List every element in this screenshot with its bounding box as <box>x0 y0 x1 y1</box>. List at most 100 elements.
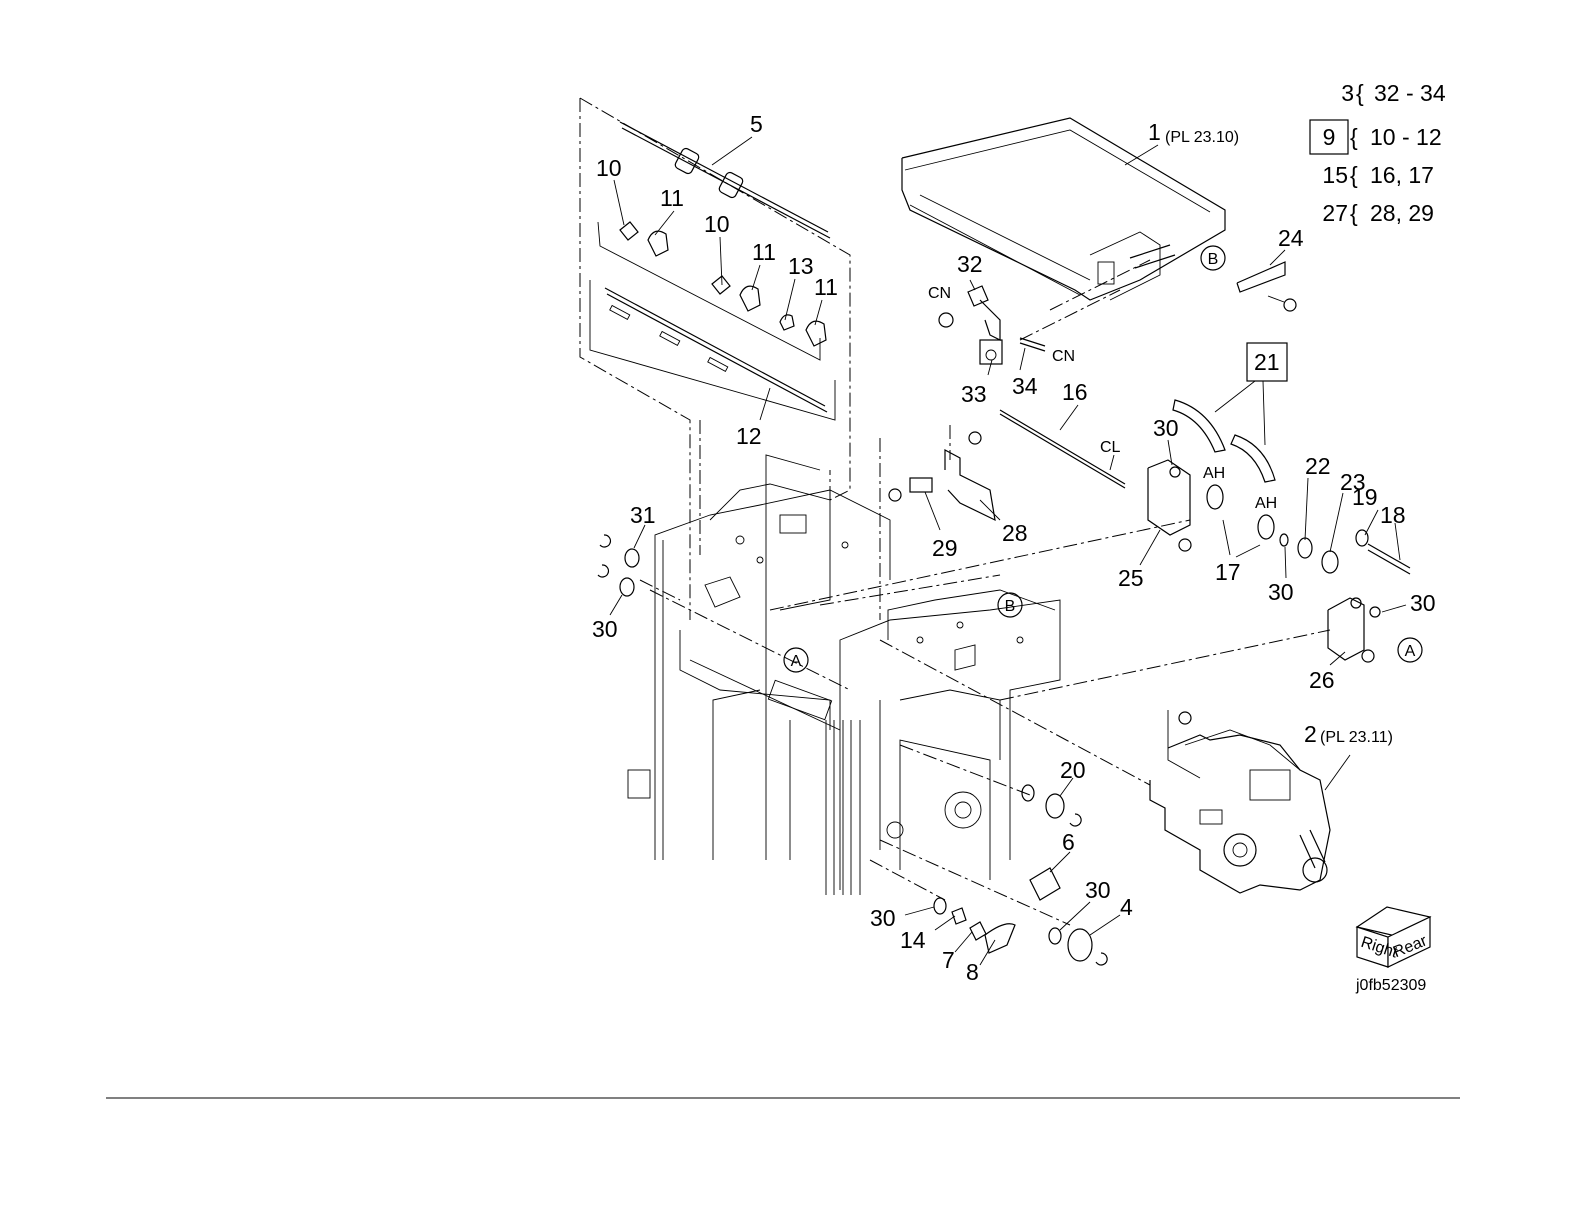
bearing-30 <box>620 578 634 596</box>
legend-parent-9: 9 <box>1323 124 1336 150</box>
bearing-31 <box>625 549 639 567</box>
callout-10b: 10 <box>704 211 730 237</box>
callout-12: 12 <box>736 423 762 449</box>
marker-cn-1: CN <box>928 285 951 302</box>
callout-34: 34 <box>1012 373 1038 399</box>
callout-25: 25 <box>1118 565 1144 591</box>
callout-30f: 30 <box>1085 877 1111 903</box>
clip <box>620 222 638 240</box>
bearing <box>740 286 760 311</box>
callout-2-ref: (PL 23.11) <box>1320 729 1393 746</box>
leader-lines <box>610 137 1406 965</box>
ref-letter-b1: B <box>1208 251 1219 268</box>
callout-29: 29 <box>932 535 958 561</box>
legend-parent-27: 27 <box>1322 200 1348 226</box>
gear-20 <box>1046 794 1064 818</box>
callout-32: 32 <box>957 251 983 277</box>
callout-5: 5 <box>750 111 763 137</box>
callout-30a: 30 <box>1153 415 1179 441</box>
callout-22: 22 <box>1305 453 1331 479</box>
legend-children-27: 28, 29 <box>1370 200 1434 226</box>
callout-14: 14 <box>900 927 926 953</box>
callout-20: 20 <box>1060 757 1086 783</box>
bracket-26 <box>1328 598 1380 662</box>
callout-23: 23 <box>1340 469 1366 495</box>
part-32-33-34 <box>939 286 1045 364</box>
left-small-parts <box>598 535 639 596</box>
callout-16: 16 <box>1062 379 1088 405</box>
bearing <box>806 321 826 346</box>
screw <box>1179 712 1191 724</box>
main-frame-middle <box>840 590 1060 890</box>
main-frame-left <box>628 455 890 895</box>
marker-ah-1: AH <box>1203 465 1225 482</box>
arm-32 <box>968 286 988 306</box>
legend-brace-15: { <box>1350 162 1358 188</box>
drive-gear <box>1224 834 1256 866</box>
legend-children-3: 32 - 34 <box>1374 80 1446 106</box>
callout-6: 6 <box>1062 829 1075 855</box>
figure-id: j0fb52309 <box>1355 977 1426 994</box>
callout-33: 33 <box>961 381 987 407</box>
screw <box>1179 539 1191 551</box>
callout-31: 31 <box>630 502 656 528</box>
callout-10a: 10 <box>596 155 622 181</box>
callout-2: 2 <box>1304 721 1317 747</box>
bottom-small-parts <box>934 785 1107 965</box>
legend-parent-3: 3 <box>1341 80 1354 106</box>
marker-cn-2: CN <box>1052 348 1075 365</box>
callout-17: 17 <box>1215 559 1241 585</box>
callout-26: 26 <box>1309 667 1335 693</box>
bracket-28-29 <box>889 432 995 520</box>
ref-letter-b2: B <box>1005 598 1016 615</box>
frame-guide-lines <box>580 98 1330 925</box>
screw <box>1362 650 1374 662</box>
callout-1: 1 <box>1148 119 1161 145</box>
legend-brace-27: { <box>1350 200 1358 226</box>
screw <box>969 432 981 444</box>
arc-gear <box>1173 400 1225 452</box>
screw <box>889 489 901 501</box>
callout-1-ref: (PL 23.10) <box>1165 129 1239 146</box>
legend-brace-9: { <box>1350 124 1358 150</box>
e-ring <box>600 535 610 547</box>
orientation-cube: Right Rear <box>1357 907 1430 967</box>
callout-7: 7 <box>942 947 955 973</box>
ref-letter-a1: A <box>791 653 802 670</box>
callout-21: 21 <box>1254 349 1280 375</box>
callout-30b: 30 <box>1268 579 1294 605</box>
arc-gear <box>1231 435 1275 482</box>
callout-11a: 11 <box>660 185 684 211</box>
legend-parent-15: 15 <box>1322 162 1348 188</box>
callout-4: 4 <box>1120 894 1133 920</box>
bracket-25 <box>1148 460 1191 551</box>
frame-gear <box>945 792 981 828</box>
callout-13: 13 <box>788 253 814 279</box>
legend: 3 { 32 - 34 9 { 10 - 12 15 { 16, 17 27 {… <box>1310 80 1446 226</box>
callout-8: 8 <box>966 959 979 985</box>
gear-4 <box>1068 929 1092 961</box>
roller <box>674 147 700 175</box>
sensor-29 <box>910 478 932 492</box>
screw <box>1284 299 1296 311</box>
clip <box>712 276 730 294</box>
marker-cl: CL <box>1100 439 1121 456</box>
legend-children-9: 10 - 12 <box>1370 124 1442 150</box>
ref-letter-a2: A <box>1405 643 1416 660</box>
nut <box>1370 607 1380 617</box>
callout-18: 18 <box>1380 502 1406 528</box>
part-14 <box>952 908 966 924</box>
callout-30d: 30 <box>592 616 618 642</box>
part-7 <box>970 922 986 940</box>
legend-children-15: 16, 17 <box>1370 162 1434 188</box>
e-ring <box>598 565 608 577</box>
screw <box>939 313 953 327</box>
legend-brace-3: { <box>1356 80 1364 106</box>
marker-ah-2: AH <box>1255 495 1277 512</box>
bracket-24 <box>1237 262 1296 311</box>
bearing <box>648 231 668 256</box>
callout-28: 28 <box>1002 520 1028 546</box>
callout-11c: 11 <box>814 274 838 300</box>
callout-30e: 30 <box>870 905 896 931</box>
